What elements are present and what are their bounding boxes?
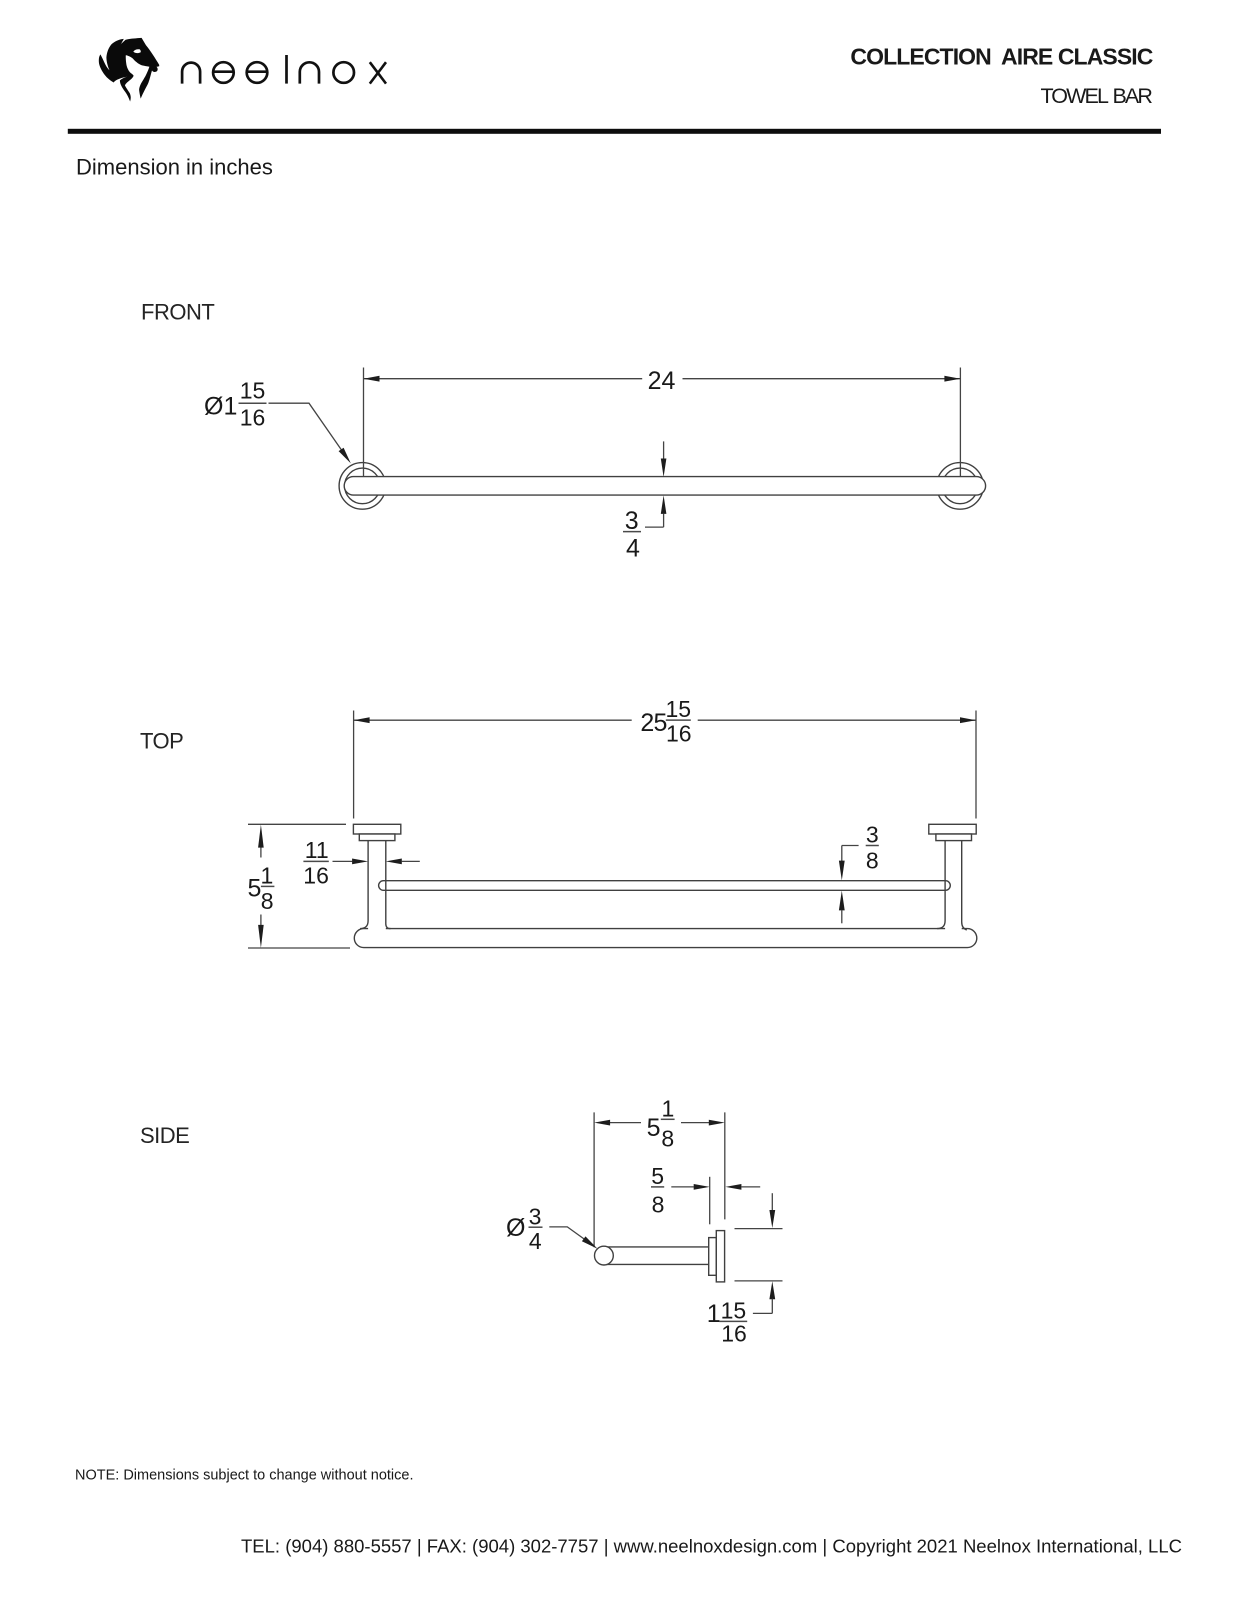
svg-text:1: 1 [261, 863, 274, 889]
svg-text:Ø1: Ø1 [204, 393, 237, 421]
svg-text:15: 15 [721, 1298, 747, 1324]
svg-text:25: 25 [640, 709, 666, 737]
svg-text:4: 4 [626, 535, 640, 563]
svg-text:TOP: TOP [140, 729, 183, 754]
svg-text:1: 1 [662, 1095, 675, 1121]
svg-text:24: 24 [648, 367, 676, 395]
svg-text:16: 16 [666, 721, 692, 747]
svg-text:SIDE: SIDE [140, 1123, 189, 1148]
svg-text:16: 16 [303, 863, 329, 889]
svg-text:11: 11 [305, 837, 329, 863]
svg-text:TEL: (904) 880-5557 | FAX: (90: TEL: (904) 880-5557 | FAX: (904) 302-775… [241, 1536, 1182, 1557]
svg-text:8: 8 [661, 1126, 674, 1152]
svg-text:NOTE: Dimensions subject to ch: NOTE: Dimensions subject to change witho… [75, 1467, 414, 1483]
svg-text:8: 8 [261, 888, 274, 914]
svg-text:TOWEL BAR: TOWEL BAR [1040, 84, 1152, 108]
svg-text:15: 15 [240, 378, 266, 404]
svg-text:5: 5 [651, 1163, 664, 1189]
svg-text:8: 8 [866, 848, 879, 874]
svg-text:3: 3 [866, 821, 879, 847]
svg-text:5: 5 [647, 1114, 661, 1142]
svg-text:Dimension in inches: Dimension in inches [76, 155, 273, 180]
svg-text:3: 3 [529, 1204, 542, 1230]
svg-text:8: 8 [652, 1192, 665, 1218]
svg-text:1: 1 [707, 1300, 721, 1328]
svg-text:3: 3 [625, 507, 639, 535]
svg-text:Ø: Ø [506, 1214, 525, 1242]
svg-text:COLLECTION AIRE CLASSIC: COLLECTION AIRE CLASSIC [850, 44, 1152, 70]
svg-text:15: 15 [666, 696, 692, 722]
svg-text:16: 16 [721, 1321, 747, 1347]
svg-text:4: 4 [529, 1228, 542, 1254]
svg-text:16: 16 [240, 404, 266, 430]
svg-text:FRONT: FRONT [141, 300, 214, 325]
svg-text:5: 5 [248, 875, 262, 903]
